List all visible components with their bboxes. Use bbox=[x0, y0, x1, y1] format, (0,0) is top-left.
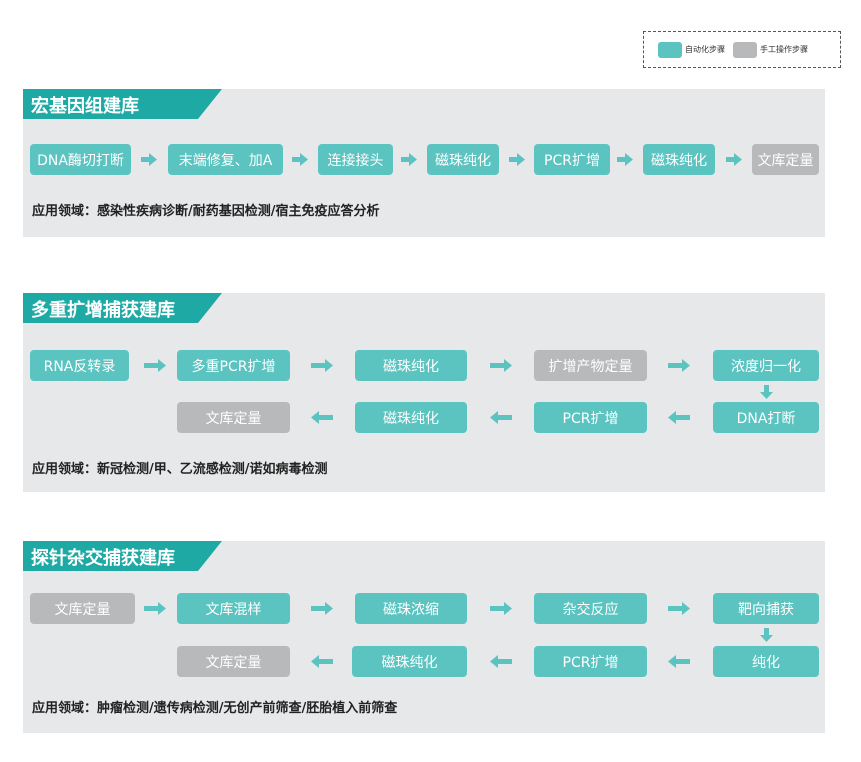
arrow-right-icon bbox=[509, 153, 525, 166]
step-node: 文库定量 bbox=[177, 402, 290, 433]
section-title-band: 探针杂交捕获建库 bbox=[23, 541, 222, 571]
step-node: 浓度归一化 bbox=[713, 350, 819, 381]
step-node: 多重PCR扩增 bbox=[177, 350, 290, 381]
step-node: 文库定量 bbox=[752, 144, 819, 175]
step-node: 靶向捕获 bbox=[713, 593, 819, 624]
step-node: 文库定量 bbox=[177, 646, 290, 677]
arrow-left-icon bbox=[490, 655, 512, 668]
step-node: 文库混样 bbox=[177, 593, 290, 624]
step-node: 磁珠纯化 bbox=[427, 144, 499, 175]
step-node: DNA酶切打断 bbox=[30, 144, 131, 175]
legend-item-manual: 手工操作步骤 bbox=[733, 41, 808, 58]
arrow-right-icon bbox=[144, 602, 166, 615]
arrow-right-icon bbox=[668, 602, 690, 615]
legend-manual-label: 手工操作步骤 bbox=[760, 45, 808, 54]
step-node: 文库定量 bbox=[30, 593, 135, 624]
step-node: PCR扩增 bbox=[534, 144, 610, 175]
step-node: 扩增产物定量 bbox=[534, 350, 647, 381]
section-metagenome: 宏基因组建库 DNA酶切打断 末端修复、加A 连接接头 磁珠纯化 PCR扩增 磁… bbox=[23, 89, 825, 237]
application-text: 应用领域：新冠检测/甲、乙流感检测/诺如病毒检测 bbox=[32, 462, 328, 477]
step-node: RNA反转录 bbox=[30, 350, 129, 381]
step-node: 磁珠纯化 bbox=[352, 646, 467, 677]
arrow-left-icon bbox=[311, 655, 333, 668]
step-node: PCR扩增 bbox=[534, 646, 647, 677]
section-multiplex-amplicon: 多重扩增捕获建库 RNA反转录 多重PCR扩增 磁珠纯化 扩增产物定量 浓度归一… bbox=[23, 293, 825, 492]
arrow-left-icon bbox=[490, 411, 512, 424]
application-text: 应用领域：感染性疾病诊断/耐药基因检测/宿主免疫应答分析 bbox=[32, 204, 380, 219]
arrow-right-icon bbox=[401, 153, 417, 166]
step-node: 磁珠纯化 bbox=[355, 350, 467, 381]
section-title: 多重扩增捕获建库 bbox=[31, 300, 175, 321]
step-node: 连接接头 bbox=[318, 144, 393, 175]
arrow-right-icon bbox=[292, 153, 308, 166]
step-node: 末端修复、加A bbox=[168, 144, 283, 175]
legend-item-auto: 自动化步骤 bbox=[658, 41, 725, 58]
step-node: 纯化 bbox=[713, 646, 819, 677]
step-node: PCR扩增 bbox=[534, 402, 647, 433]
arrow-right-icon bbox=[490, 359, 512, 372]
application-text: 应用领域：肿瘤检测/遗传病检测/无创产前筛查/胚胎植入前筛查 bbox=[32, 701, 398, 716]
arrow-right-icon bbox=[311, 602, 333, 615]
arrow-left-icon bbox=[311, 411, 333, 424]
step-node: 磁珠纯化 bbox=[643, 144, 715, 175]
legend-auto-label: 自动化步骤 bbox=[685, 45, 725, 54]
arrow-left-icon bbox=[668, 411, 690, 424]
section-title-band: 多重扩增捕获建库 bbox=[23, 293, 222, 323]
arrow-right-icon bbox=[311, 359, 333, 372]
arrow-right-icon bbox=[726, 153, 742, 166]
section-probe-hybridization: 探针杂交捕获建库 文库定量 文库混样 磁珠浓缩 杂交反应 靶向捕获 纯化 PCR… bbox=[23, 541, 825, 733]
step-node: 磁珠浓缩 bbox=[355, 593, 467, 624]
arrow-right-icon bbox=[141, 153, 157, 166]
arrow-right-icon bbox=[490, 602, 512, 615]
section-title: 宏基因组建库 bbox=[31, 96, 139, 117]
manual-step-swatch bbox=[733, 41, 757, 58]
step-node: DNA打断 bbox=[713, 402, 819, 433]
arrow-right-icon bbox=[617, 153, 633, 166]
section-title-band: 宏基因组建库 bbox=[23, 89, 222, 119]
section-title: 探针杂交捕获建库 bbox=[31, 548, 175, 569]
auto-step-swatch bbox=[658, 41, 682, 58]
arrow-right-icon bbox=[144, 359, 166, 372]
legend: 自动化步骤 手工操作步骤 bbox=[643, 31, 841, 68]
arrow-down-icon bbox=[760, 385, 773, 399]
step-node: 杂交反应 bbox=[534, 593, 647, 624]
arrow-down-icon bbox=[760, 628, 773, 642]
arrow-right-icon bbox=[668, 359, 690, 372]
step-node: 磁珠纯化 bbox=[355, 402, 467, 433]
arrow-left-icon bbox=[668, 655, 690, 668]
